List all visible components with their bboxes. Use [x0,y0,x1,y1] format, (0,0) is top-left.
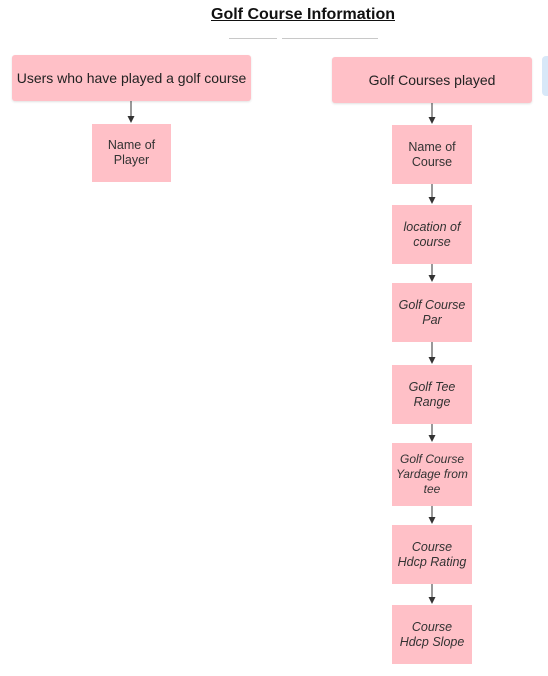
course-yardage-node: Golf Course Yardage from tee [392,443,472,506]
title-underline-left [229,38,277,39]
hdcp-rating-node: Course Hdcp Rating [392,525,472,584]
course-par-node: Golf Course Par [392,283,472,342]
tee-range-node: Golf Tee Range [392,365,472,424]
users-header-node: Users who have played a golf course [12,55,251,101]
title-underline-right [282,38,378,39]
player-name-node: Name of Player [92,124,171,182]
diagram-title: Golf Course Information [211,6,395,23]
offscreen-shape-edge [542,56,548,96]
course-name-node: Name of Course [392,125,472,184]
hdcp-slope-node: Course Hdcp Slope [392,605,472,664]
courses-header-node: Golf Courses played [332,57,532,103]
course-location-node: location of course [392,205,472,264]
